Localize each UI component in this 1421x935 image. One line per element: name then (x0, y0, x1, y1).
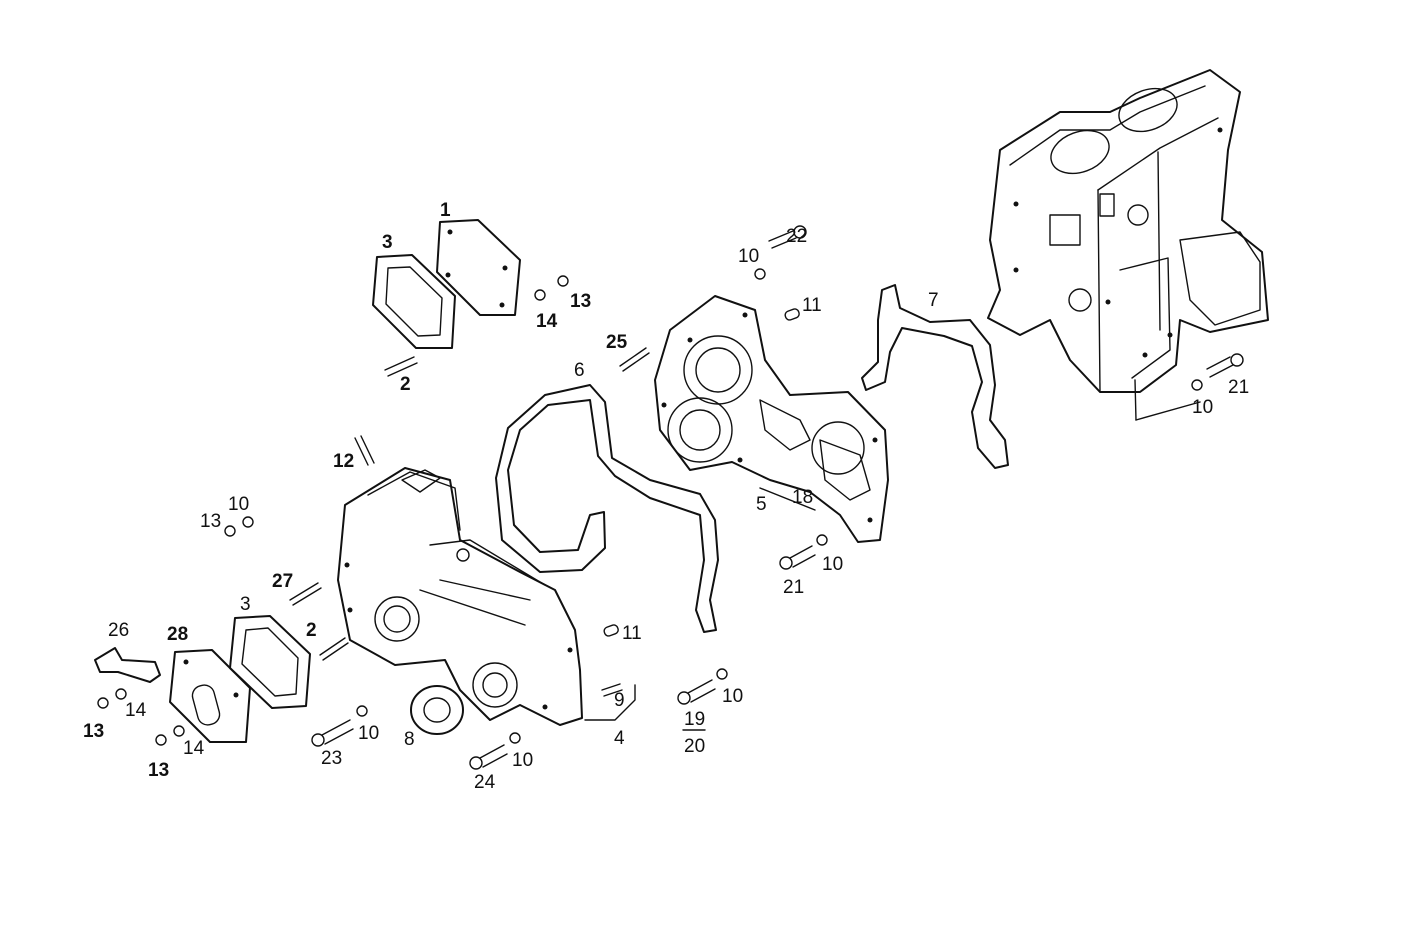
gasket-rear (861, 284, 1009, 469)
gasket-lower (229, 615, 311, 709)
callout-13-b: 13 (83, 721, 104, 742)
callout-14-top: 14 (536, 311, 558, 332)
callout-10-d: 10 (722, 686, 743, 707)
engine-block (987, 69, 1269, 421)
timing-cover (337, 467, 583, 726)
callout-19: 19 (684, 709, 705, 730)
cover-plate-lower (169, 649, 251, 743)
callout-21-a: 21 (783, 577, 804, 598)
timing-housing-plate (654, 295, 889, 543)
callout-10-g: 10 (1192, 397, 1213, 418)
callout-1: 1 (440, 200, 451, 221)
callout-22: 22 (786, 226, 807, 247)
callout-3-top: 3 (382, 232, 393, 253)
callout-10-c: 10 (512, 750, 533, 771)
callout-10-e: 10 (822, 554, 843, 575)
callout-2-lower: 2 (306, 620, 317, 641)
callout-5: 5 (756, 494, 767, 515)
gasket-top (372, 254, 456, 349)
callout-2-top: 2 (400, 374, 411, 395)
callout-26: 26 (108, 620, 129, 641)
callout-13-top: 13 (570, 291, 591, 312)
callout-13-mid: 13 (200, 511, 221, 532)
callout-8: 8 (404, 729, 415, 750)
callout-6: 6 (574, 360, 585, 381)
callout-9: 9 (614, 690, 625, 711)
callout-4: 4 (614, 728, 625, 749)
callout-labels: 1 3 2 14 13 25 6 12 10 13 27 3 2 26 28 1… (83, 200, 1249, 793)
bracket (94, 647, 161, 683)
callout-20: 20 (684, 736, 705, 757)
oil-seal (410, 685, 464, 735)
callout-10-f: 10 (738, 246, 759, 267)
callout-3-lower: 3 (240, 594, 251, 615)
callout-27: 27 (272, 571, 293, 592)
callout-11-a: 11 (622, 623, 642, 644)
callout-28: 28 (167, 624, 188, 645)
callout-13-c: 13 (148, 760, 169, 781)
callout-14-a: 14 (125, 700, 147, 721)
callout-24: 24 (474, 772, 496, 793)
callout-10-a: 10 (228, 494, 249, 515)
hardware (97, 225, 1244, 770)
callout-21-b: 21 (1228, 377, 1249, 398)
callout-11-b: 11 (802, 295, 822, 316)
callout-23: 23 (321, 748, 342, 769)
gasket-timing (495, 384, 719, 633)
callout-14-b: 14 (183, 738, 205, 759)
callout-12: 12 (333, 451, 354, 472)
callout-18: 18 (792, 487, 813, 508)
callout-25: 25 (606, 332, 628, 353)
callout-7: 7 (928, 290, 939, 311)
callout-10-b: 10 (358, 723, 379, 744)
cover-plate-top (436, 219, 521, 316)
